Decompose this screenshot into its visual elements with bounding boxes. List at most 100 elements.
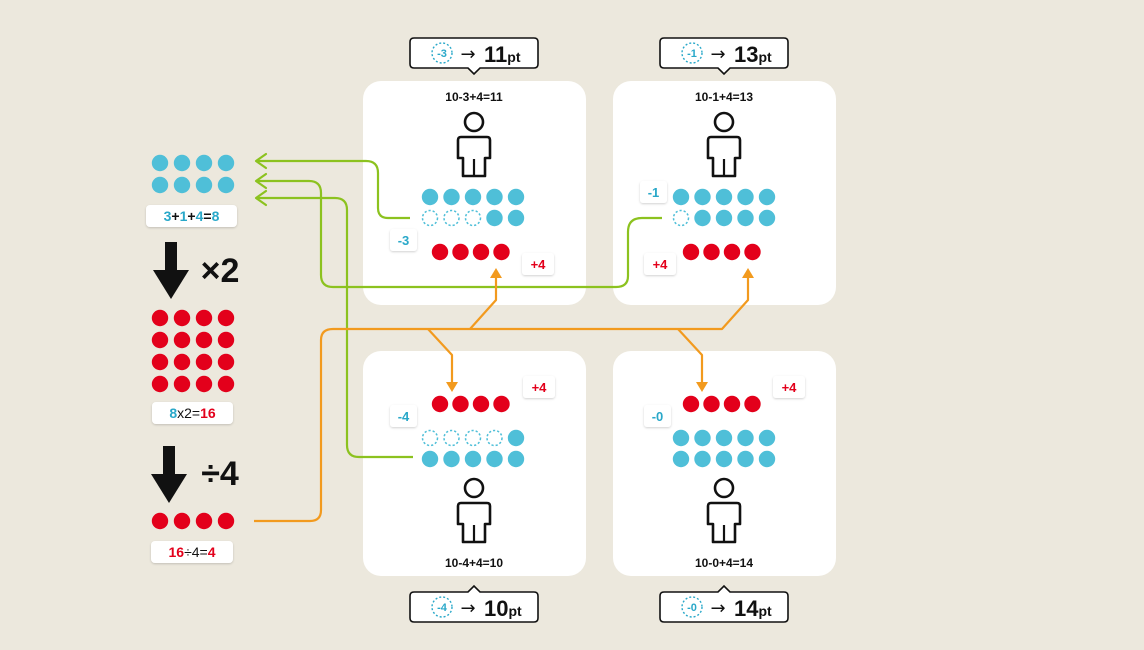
blue-dot — [715, 209, 733, 227]
dots-layer — [151, 154, 776, 530]
red-dot — [723, 243, 741, 261]
red-dot — [195, 375, 213, 393]
blue-dot — [486, 188, 503, 206]
blue-dot — [715, 429, 733, 447]
red-dot — [151, 375, 169, 393]
blue-dot — [195, 154, 213, 172]
result-chip-bottom-right: -0 → 14pt — [659, 584, 789, 623]
blue-dot — [464, 450, 482, 468]
red-dot — [217, 309, 235, 327]
result-points: 14 — [734, 596, 759, 621]
red-dot — [195, 512, 213, 530]
red-dot — [195, 309, 213, 327]
mult-part: x2= — [177, 405, 200, 421]
result-chip-top-left: -3 → 11pt — [409, 37, 539, 76]
svg-text:+4: +4 — [782, 380, 798, 395]
sum-part: 3 — [164, 208, 172, 224]
svg-text:+4: +4 — [531, 257, 547, 272]
blue-dot — [694, 188, 711, 206]
blue-dot — [173, 176, 191, 194]
red-dot — [151, 353, 169, 371]
sum-part: = — [203, 208, 211, 224]
result-points: 13 — [734, 42, 758, 67]
blue-dot — [507, 429, 525, 447]
plus-badge: +4 — [644, 253, 676, 275]
result-taken: -4 — [437, 602, 448, 614]
blue-dot — [151, 154, 169, 172]
blue-dot — [486, 209, 503, 227]
result-chip-bottom-left: -4 → 10pt — [409, 584, 539, 623]
green-line-top-left — [258, 159, 410, 220]
blue-dot — [715, 450, 733, 468]
red-dot — [682, 243, 700, 261]
taken-dot — [443, 209, 460, 227]
blue-dot — [421, 450, 439, 468]
red-dot — [151, 331, 169, 349]
green-line-top-right — [258, 179, 662, 289]
sum-part: 4 — [196, 208, 204, 224]
orange-line-main — [254, 273, 750, 523]
blue-dot — [737, 450, 754, 468]
red-dot — [703, 243, 720, 261]
result-taken: -0 — [687, 602, 697, 614]
taken-dot — [421, 429, 439, 447]
result-unit: pt — [508, 603, 522, 619]
red-dot — [173, 309, 191, 327]
red-dot — [452, 243, 469, 261]
taken-dot — [443, 429, 460, 447]
svg-text:+4: +4 — [532, 380, 548, 395]
multiply-label: ×2 — [201, 252, 240, 290]
svg-text:+4: +4 — [653, 257, 669, 272]
orange-line-top-left — [469, 273, 498, 330]
multiply-chip: 8x2=16 — [152, 402, 233, 424]
blue-dot — [672, 188, 690, 206]
divide-label: ÷4 — [201, 455, 239, 493]
plus-badge: +4 — [773, 376, 805, 398]
svg-text:-3: -3 — [398, 233, 410, 248]
blue-dot — [464, 188, 482, 206]
right-arrow-icon: → — [460, 598, 475, 619]
svg-text:13pt: 13pt — [734, 42, 772, 67]
div-part: 4 — [208, 544, 216, 560]
svg-text:3+1+4=8: 3+1+4=8 — [164, 208, 220, 224]
result-unit: pt — [758, 49, 772, 65]
divide-chip: 16÷4=4 — [151, 541, 233, 563]
sum-chip: 3+1+4=8 — [146, 205, 237, 227]
blue-dot — [694, 450, 711, 468]
red-dot — [173, 331, 191, 349]
red-dot — [431, 395, 449, 413]
svg-text:10pt: 10pt — [484, 596, 522, 621]
red-dot — [217, 375, 235, 393]
sum-part: + — [171, 208, 179, 224]
down-arrow-icon — [153, 242, 189, 299]
right-arrow-icon: → — [710, 598, 725, 619]
equation-bottom-right: 10-0+4=14 — [695, 556, 753, 570]
down-arrow-icon — [151, 446, 187, 503]
mult-part: 8 — [169, 405, 177, 421]
blue-dot — [672, 450, 690, 468]
red-dot — [472, 395, 490, 413]
svg-text:16÷4=4: 16÷4=4 — [168, 544, 215, 560]
blue-dot — [217, 154, 235, 172]
blue-dot — [421, 188, 439, 206]
result-chip-top-right: -1 → 13pt — [659, 37, 789, 76]
blue-dot — [715, 188, 733, 206]
red-dot — [703, 395, 720, 413]
green-connectors — [254, 152, 662, 459]
right-arrow-icon: → — [710, 44, 725, 65]
red-dot — [493, 243, 510, 261]
red-dot — [493, 395, 510, 413]
plus-badge: +4 — [522, 253, 554, 275]
red-dot — [173, 353, 191, 371]
sum-part: 8 — [212, 208, 220, 224]
blue-dot — [507, 450, 525, 468]
svg-text:8x2=16: 8x2=16 — [169, 405, 216, 421]
taken-dot — [672, 209, 690, 227]
equation-top-right: 10-1+4=13 — [695, 90, 753, 104]
blue-dot — [195, 176, 213, 194]
taken-dot — [486, 429, 503, 447]
red-dot — [195, 353, 213, 371]
blue-dot — [758, 429, 776, 447]
